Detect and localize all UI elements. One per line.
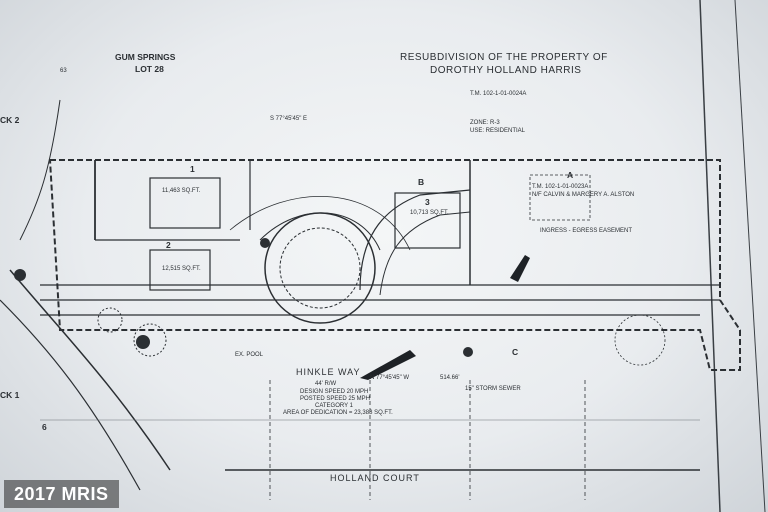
existing-structure xyxy=(529,174,591,221)
ck-top-label: CK 2 xyxy=(0,115,20,125)
tree-3 xyxy=(614,314,666,366)
left-curve xyxy=(19,99,61,241)
manhole-1 xyxy=(14,269,26,281)
use-label: USE: RESIDENTIAL xyxy=(470,128,526,134)
hinkle-way-label: HINKLE WAY xyxy=(296,367,361,377)
sheet-border-right-outer xyxy=(734,0,766,512)
ingress-label: INGRESS - EGRESS EASEMENT xyxy=(540,228,632,234)
bearing-top-label: S 77°45'45" E xyxy=(270,116,307,122)
road-curve-2 xyxy=(379,211,471,296)
contour-1 xyxy=(259,212,381,251)
lot-a-label: A xyxy=(567,170,573,180)
manhole-3 xyxy=(463,347,473,357)
ex-pool-label: EX. POOL xyxy=(235,352,264,358)
ck-bottom-label: CK 1 xyxy=(0,390,20,400)
holland-court-label: HOLLAND COURT xyxy=(330,473,420,483)
tm-top-label: T.M. 102-1-01-0024A xyxy=(470,91,526,97)
cul-de-sac-inner xyxy=(279,227,361,309)
lot-3-area-label: 10,713 SQ.FT. xyxy=(410,210,449,216)
lot-2-label: 2 xyxy=(166,240,171,250)
road-lines xyxy=(40,284,720,316)
watermark-badge: 2017 MRIS xyxy=(4,480,119,508)
arrow-right xyxy=(510,255,530,282)
tm-right-label: T.M. 102-1-01-0023A xyxy=(532,184,588,190)
lot-2-area-label: 12,515 SQ.FT. xyxy=(162,266,201,272)
dedication-label: AREA OF DEDICATION = 23,388 SQ.FT. xyxy=(283,410,393,416)
manhole-2 xyxy=(260,238,270,248)
number-63-label: 63 xyxy=(60,68,67,74)
lot-b-label: B xyxy=(418,177,424,187)
tree-1 xyxy=(133,323,167,357)
tree-2 xyxy=(97,307,123,333)
zone-label: ZONE: R-3 xyxy=(470,120,500,126)
category-label: CATEGORY 1 xyxy=(315,403,354,409)
lot-3-label: 3 xyxy=(425,197,430,207)
dwelling-1 xyxy=(149,177,221,229)
lot-28-label: LOT 28 xyxy=(135,64,164,74)
design-speed-label: DESIGN SPEED 20 MPH xyxy=(300,389,368,395)
arrow-hinkle xyxy=(360,350,416,380)
sheet-border-right xyxy=(699,0,721,512)
left-road-2 xyxy=(0,299,141,491)
property-boundary xyxy=(48,159,741,371)
contour-2 xyxy=(229,195,411,251)
gum-springs-label: GUM SPRINGS xyxy=(115,52,176,62)
hinkle-row-label: 44' R/W xyxy=(315,381,336,387)
posted-speed-label: POSTED SPEED 25 MPH xyxy=(300,396,370,402)
bearing-bottom-label: N 77°45'45" W xyxy=(370,375,409,381)
title-line-2: DOROTHY HOLLAND HARRIS xyxy=(430,65,581,76)
dwelling-3 xyxy=(394,192,461,249)
storm-sewer-label: 15" STORM SEWER xyxy=(465,386,521,392)
title-line-1: RESUBDIVISION OF THE PROPERTY OF xyxy=(400,52,608,63)
dwelling-2 xyxy=(149,249,211,291)
owner-right-label: N/F CALVIN & MARGERY A. ALSTON xyxy=(532,192,634,198)
road-curve-1 xyxy=(359,189,471,291)
manhole-4 xyxy=(136,335,150,349)
lot-1-area-label: 11,463 SQ.FT. xyxy=(162,188,201,194)
bearing-bottom-dist: 514.66' xyxy=(440,375,460,381)
cul-de-sac-outer xyxy=(264,212,376,324)
left-road-1 xyxy=(9,269,171,471)
lot-c-label: C xyxy=(512,347,518,357)
lot-1-label: 1 xyxy=(190,164,195,174)
lot-6-label: 6 xyxy=(42,422,47,432)
